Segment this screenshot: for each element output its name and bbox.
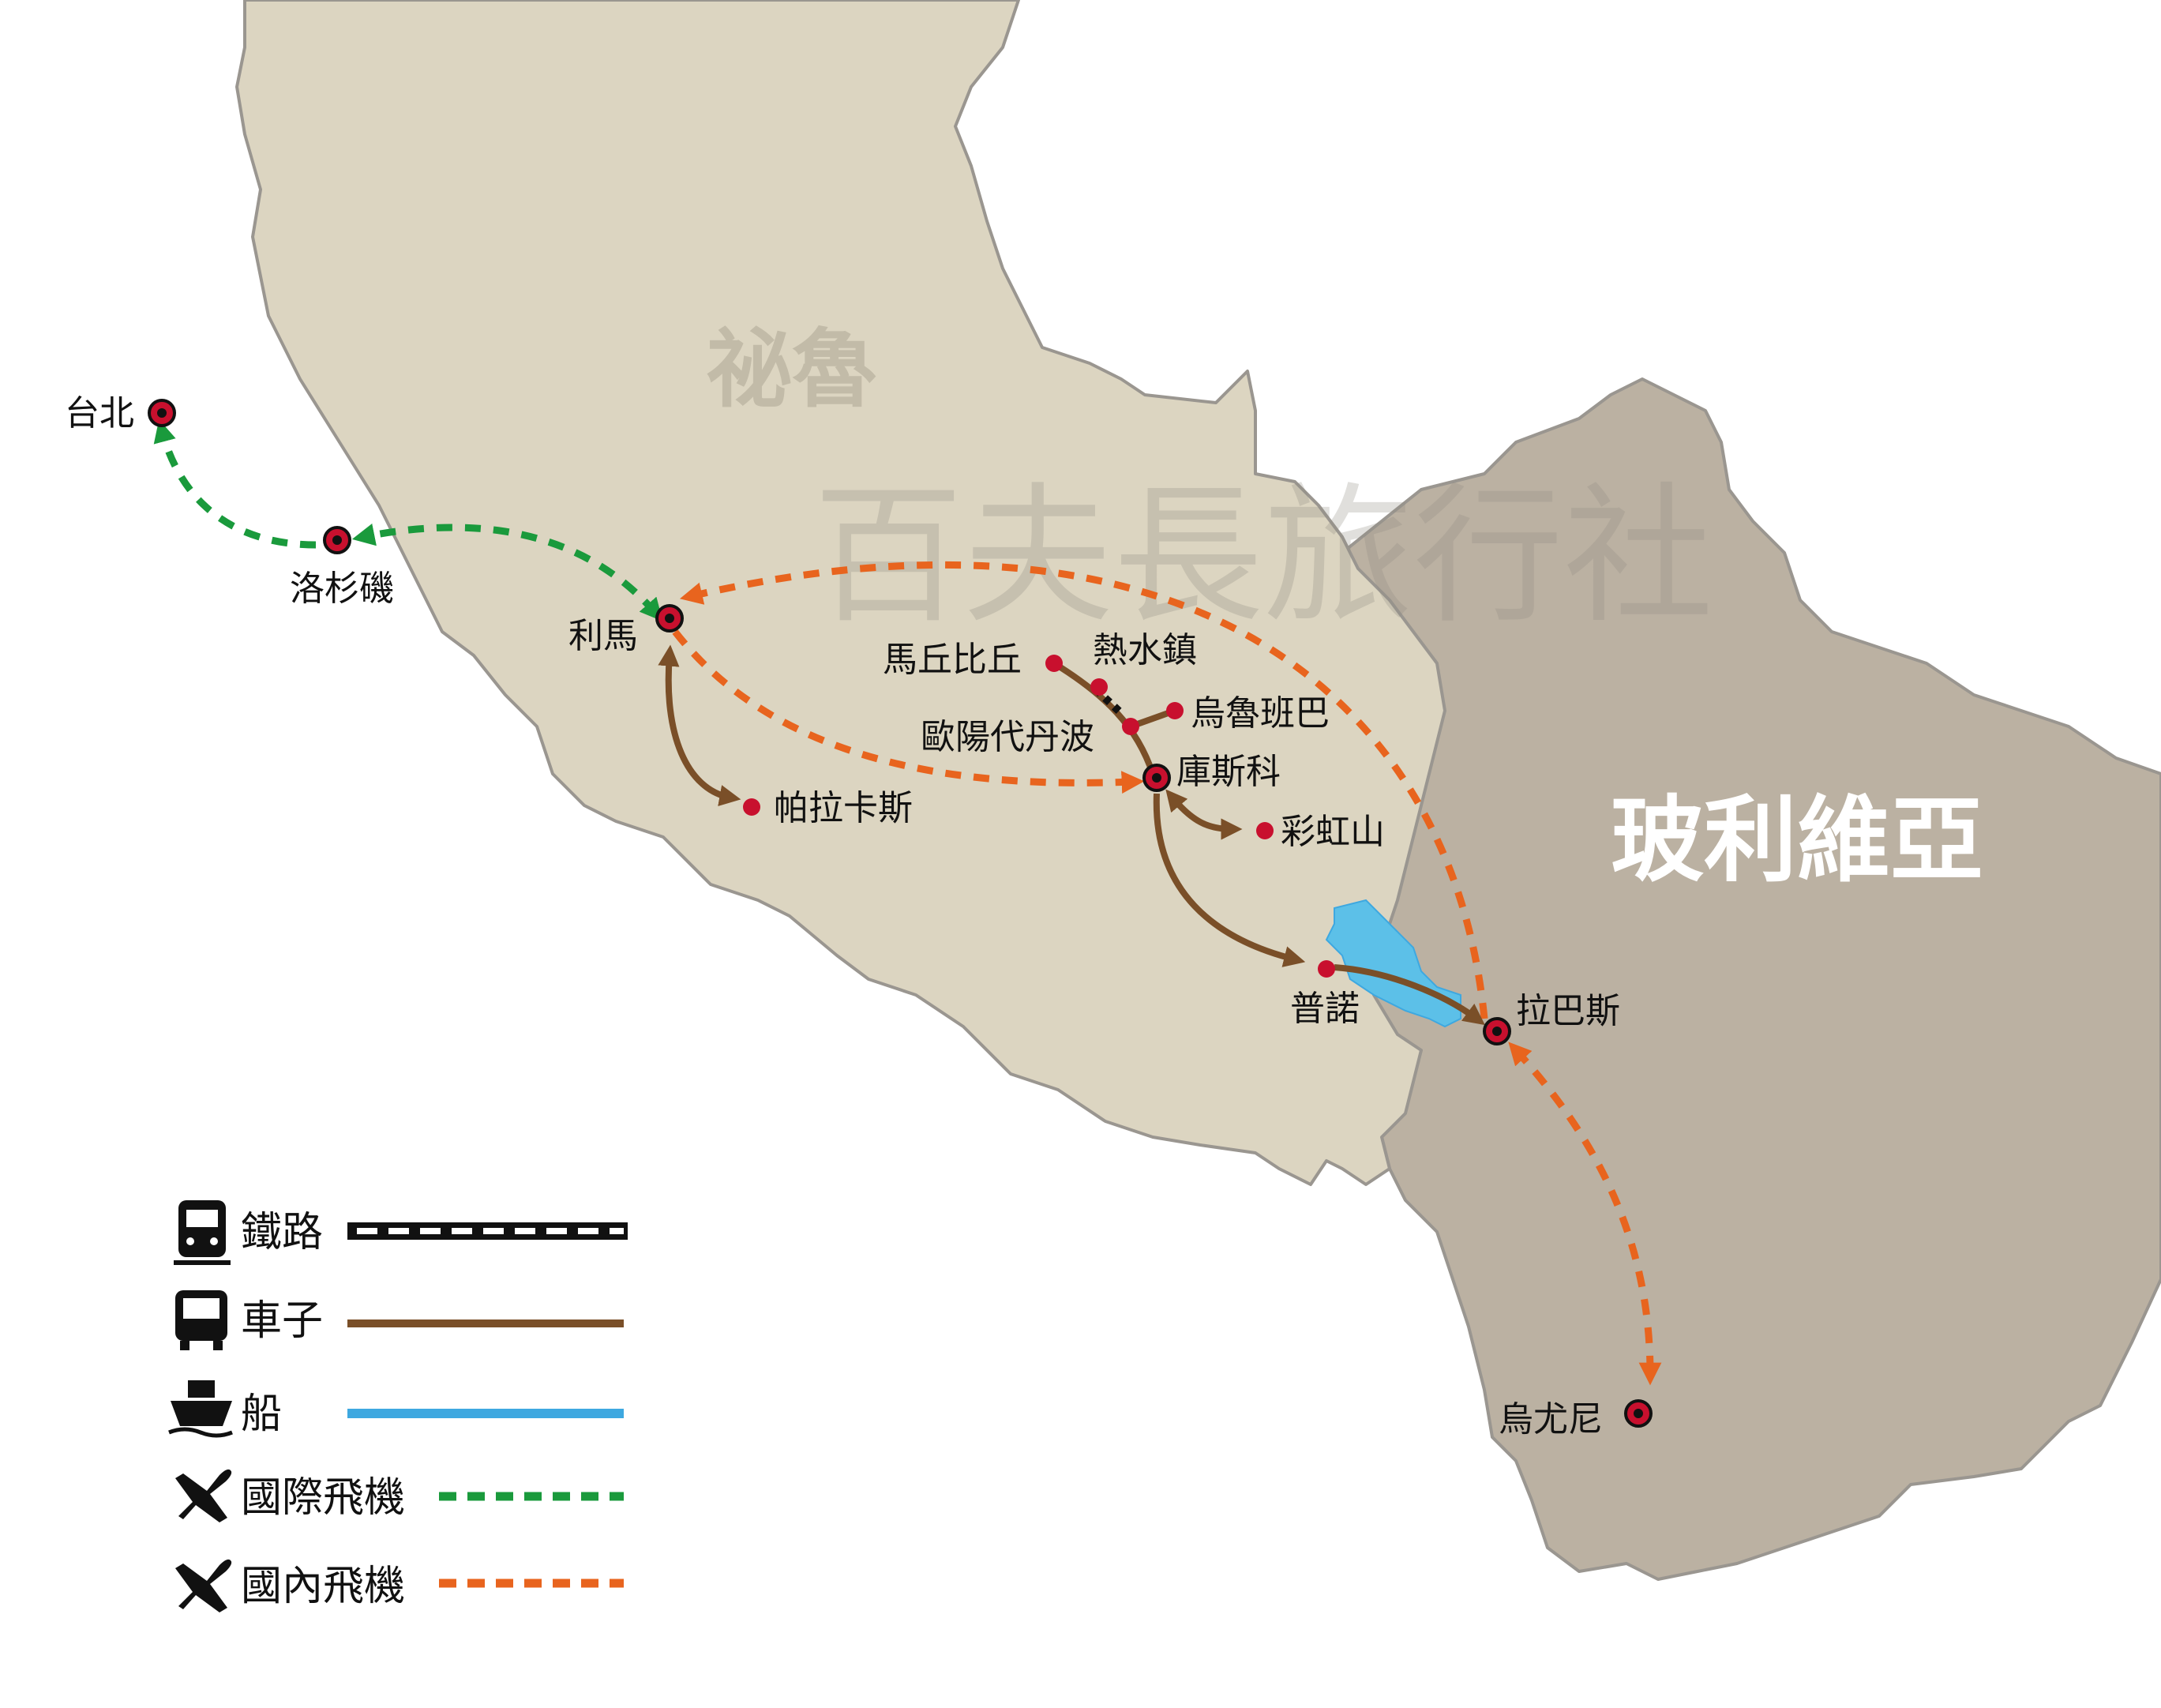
city-label-los-angeles: 洛杉磯 [290,569,394,609]
city-label-machu-picchu: 馬丘比丘 [883,640,1022,680]
train-icon [174,1200,231,1265]
city-label-aguas-calientes: 熱水鎮 [1093,630,1197,670]
legend-label-domestic-flight: 國內飛機 [241,1563,405,1610]
legend-label-international-flight: 國際飛機 [241,1474,405,1522]
city-marker-ollantaytambo [1122,718,1139,735]
legend-label-car: 車子 [241,1297,323,1345]
city-label-uyuni: 烏尤尼 [1499,1399,1603,1440]
city-label-taipei: 台北 [65,393,134,434]
airplane-icon [175,1559,232,1612]
city-label-la-paz: 拉巴斯 [1516,991,1620,1031]
ship-icon [168,1380,233,1438]
route-car-cusco-puno [1153,793,1306,967]
route-flight-lapaz-uyuni [1508,1042,1662,1386]
country-label-peru: 祕魯 [707,321,877,419]
city-marker-uyuni [1624,1399,1653,1428]
peru-region [235,0,1446,1186]
country-label-bolivia: 玻利維亞 [1611,786,1983,895]
city-marker-los-angeles [323,526,351,554]
city-marker-rainbow-mountain [1256,822,1274,839]
route-flight-la-taipei [153,419,317,549]
city-marker-taipei [148,399,176,427]
route-car-lima-paracas [658,644,741,806]
city-marker-urubamba [1166,702,1184,719]
city-marker-cusco [1142,764,1171,792]
legend-label-boat: 船 [241,1391,282,1438]
city-label-cusco: 庫斯科 [1176,752,1281,792]
city-marker-aguas-calientes [1090,678,1108,696]
route-flight-lima-la [351,524,663,621]
legend-label-railway: 鐵路 [241,1209,323,1256]
city-label-urubamba: 烏魯班巴 [1191,693,1330,734]
city-label-lima: 利馬 [568,616,638,656]
route-car-cusco-rainbow [1165,789,1243,840]
airplane-icon [175,1469,232,1522]
city-label-ollantaytambo: 歐陽代丹波 [921,717,1094,757]
route-car-puno-lapaz [1334,964,1485,1026]
lake-titicaca [1325,899,1461,1028]
city-label-puno: 普諾 [1290,989,1360,1029]
city-marker-paracas [743,798,760,816]
city-marker-la-paz [1483,1017,1511,1045]
city-marker-lima [655,604,684,633]
city-marker-machu-picchu [1045,655,1063,672]
bus-icon [175,1290,227,1350]
legend: 鐵路 車子 船 國際飛機 國內飛機 [168,1200,628,1612]
watermark-text: 百夫長旅行社 [813,469,1713,644]
city-label-paracas: 帕拉卡斯 [774,788,913,828]
city-label-rainbow-mountain: 彩虹山 [1281,812,1385,852]
city-marker-puno [1318,960,1335,978]
route-flight-lapaz-lima [679,561,1488,1019]
